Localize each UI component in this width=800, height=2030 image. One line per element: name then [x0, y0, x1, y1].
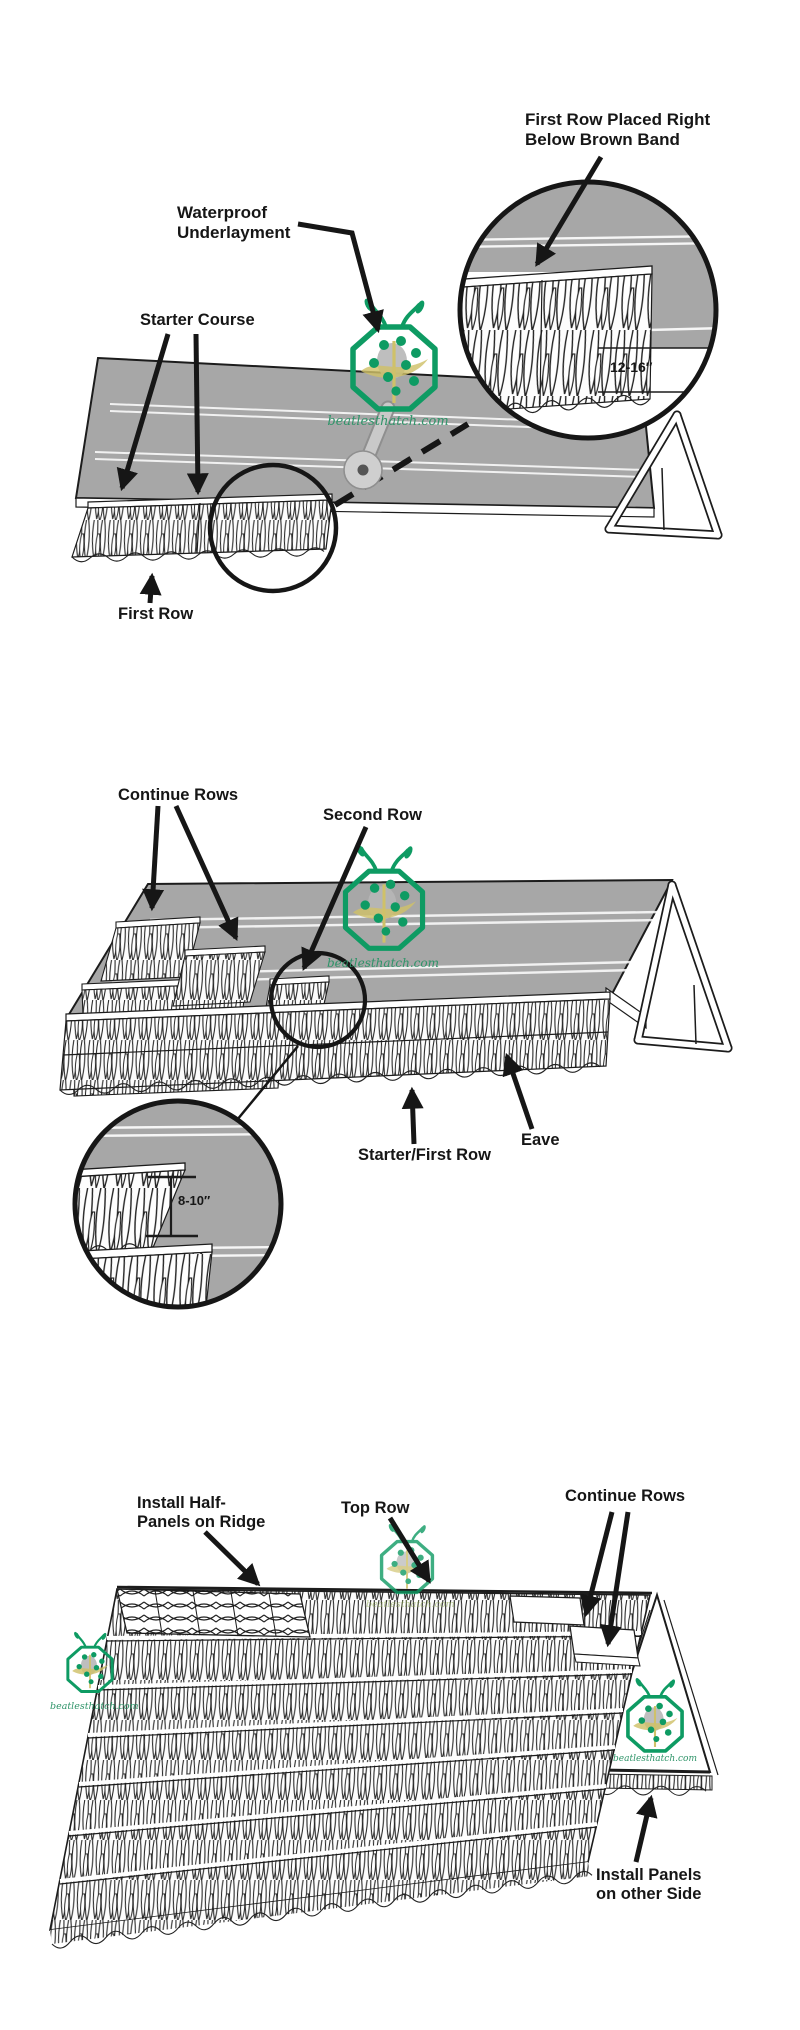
label-starter-first-row: Starter/First Row	[358, 1146, 491, 1164]
label-eave: Eave	[521, 1131, 560, 1149]
magnifier-connector-line	[236, 1045, 299, 1121]
ladybug-logo-icon	[379, 1521, 435, 1595]
step1-annotation-arrows	[116, 155, 604, 604]
label-second-row: Second Row	[323, 806, 423, 824]
detail-highlight-circle	[207, 462, 339, 594]
label-continue-rows: Continue Rows	[118, 786, 239, 804]
label-exposure-dimension: 12-16″	[610, 359, 653, 375]
unfilled-deck-gap	[569, 1625, 639, 1659]
step1-roof-illustration	[71, 155, 723, 604]
watermark-text: beatlesthatch.com	[327, 956, 439, 970]
magnifier-circle	[72, 1098, 284, 1310]
starter-course-thatch	[71, 493, 333, 563]
step2-roof-illustration	[59, 804, 733, 1310]
label-install-half-panels: Install Half- Panels on Ridge	[137, 1494, 266, 1532]
label-waterproof-underlayment: Waterproof Underlayment	[177, 203, 291, 242]
label-first-row: First Row	[118, 605, 194, 623]
thatched-roof-face	[49, 1585, 653, 1949]
label-continue-rows-step3: Continue Rows	[565, 1487, 686, 1505]
label-install-other-side: Install Panels on other Side	[596, 1866, 702, 1904]
watermark-text: beatlesthatch.com	[613, 1754, 697, 1764]
gable-truss	[604, 410, 723, 540]
step3-annotation-arrows	[203, 1511, 658, 1863]
magnifier-connector-dashed	[333, 421, 470, 508]
step3-roof-illustration	[49, 1511, 719, 1949]
watermark-text: beatlesthatch.com	[366, 1599, 455, 1610]
logo-handle-shape	[343, 400, 396, 490]
watermark-text: beatlesthatch.com	[327, 414, 449, 429]
ridge-half-panels	[116, 1588, 311, 1638]
unfilled-deck-gap	[509, 1595, 585, 1626]
label-first-row-note: First Row Placed Right Below Brown Band	[525, 110, 711, 149]
step2-annotation-arrows	[142, 804, 535, 1145]
label-offset-dimension: 8-10″	[178, 1193, 211, 1208]
gable-truss	[633, 880, 733, 1053]
label-top-row: Top Row	[341, 1499, 410, 1517]
watermark-text: beatlesthatch.com	[50, 1701, 139, 1712]
label-starter-course: Starter Course	[140, 311, 255, 329]
